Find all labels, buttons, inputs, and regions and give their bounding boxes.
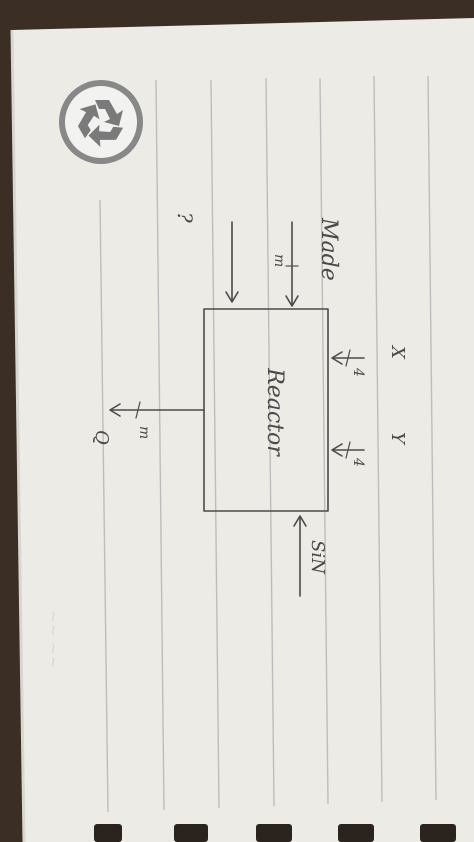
feed-arrow	[285, 221, 299, 307]
side-input-label: SiN	[307, 540, 328, 575]
output-arrow	[109, 401, 205, 419]
side-input-arrow	[293, 515, 307, 597]
ruled-lines	[99, 75, 437, 813]
reactor-label: Reactor	[262, 367, 287, 457]
faint-smudge: ~~ ~~	[44, 610, 63, 669]
feed-symbol: m	[271, 254, 287, 267]
unknown-input-arrow	[225, 221, 239, 303]
input-y-value: 4	[350, 457, 366, 467]
spiral-holes	[94, 824, 456, 842]
output-label: Q	[91, 430, 112, 445]
output-symbol: m	[136, 426, 152, 439]
recycle-icon	[59, 80, 143, 164]
input-x-arrow	[331, 349, 365, 367]
unknown-mark: ?	[173, 212, 197, 223]
feed-label: Made	[316, 217, 341, 281]
input-x-value: 4	[350, 367, 366, 377]
input-x-label: X	[387, 344, 408, 360]
input-y-label: Y	[387, 432, 408, 446]
notebook-page	[12, 18, 474, 842]
input-y-arrow	[331, 441, 365, 459]
